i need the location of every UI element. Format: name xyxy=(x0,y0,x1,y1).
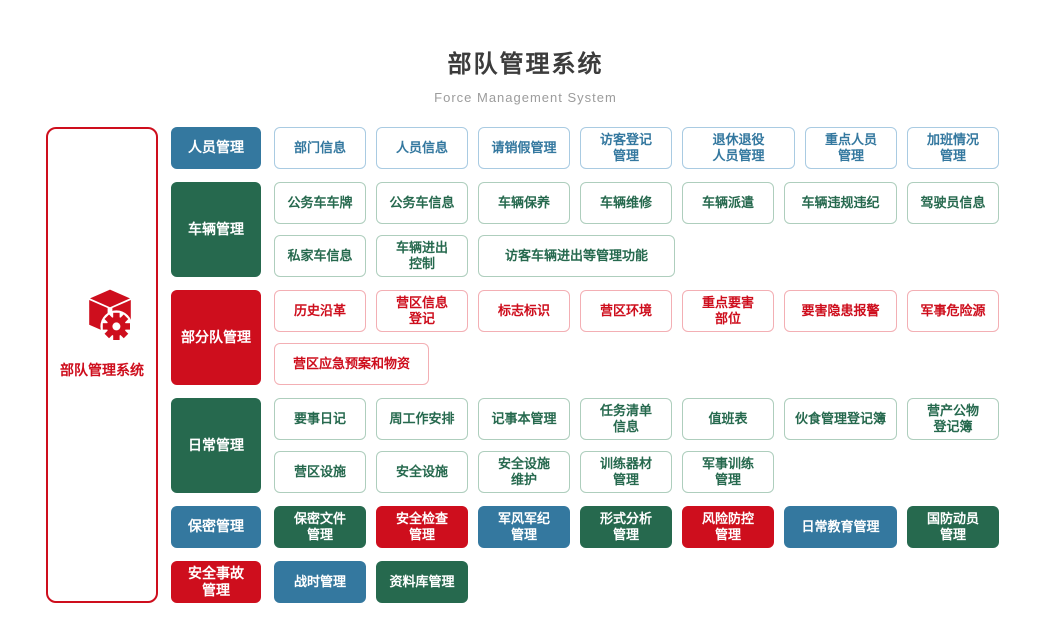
sub-row: 保密文件 管理 安全检查 管理 军风军纪 管理 形式分析 管理 风险防控 管理 … xyxy=(274,506,999,548)
sub-row: 部门信息 人员信息 请销假管理 访客登记 管理 退休退役 人员管理 重点人员 管… xyxy=(274,127,999,169)
items-grid: 要事日记 周工作安排 记事本管理 任务清单 信息 值班表 伙食管理登记簿 营产公… xyxy=(274,398,999,493)
feature-item: 安全设施 xyxy=(376,451,468,493)
feature-item: 驾驶员信息 xyxy=(907,182,999,224)
sub-row: 营区应急预案和物资 xyxy=(274,343,999,385)
feature-item: 军事危险源 xyxy=(907,290,999,332)
feature-item: 周工作安排 xyxy=(376,398,468,440)
feature-item: 战时管理 xyxy=(274,561,366,603)
sub-row: 要事日记 周工作安排 记事本管理 任务清单 信息 值班表 伙食管理登记簿 营产公… xyxy=(274,398,999,440)
category-daily-mgmt: 日常管理 xyxy=(171,398,261,493)
feature-item: 安全检查 管理 xyxy=(376,506,468,548)
feature-item: 访客车辆进出等管理功能 xyxy=(478,235,675,277)
page-title: 部队管理系统 xyxy=(447,51,604,78)
feature-item: 公务车信息 xyxy=(376,182,468,224)
row-unit-mgmt: 部分队管理 历史沿革 营区信息 登记 标志标识 营区环境 重点要害 部位 要害隐… xyxy=(171,290,999,385)
row-personnel-mgmt: 人员管理 部门信息 人员信息 请销假管理 访客登记 管理 退休退役 人员管理 重… xyxy=(171,127,999,169)
row-safety-incident-mgmt: 安全事故 管理 战时管理 资料库管理 xyxy=(171,561,999,603)
feature-item: 退休退役 人员管理 xyxy=(682,127,795,169)
feature-item: 车辆进出 控制 xyxy=(376,235,468,277)
feature-item: 安全设施 维护 xyxy=(478,451,570,493)
page-header: 部队管理系统 Force Management System xyxy=(0,44,1051,105)
feature-item: 重点要害 部位 xyxy=(682,290,774,332)
items-grid: 历史沿革 营区信息 登记 标志标识 营区环境 重点要害 部位 要害隐患报警 军事… xyxy=(274,290,999,385)
feature-item: 军事训练 管理 xyxy=(682,451,774,493)
cube-gear-icon xyxy=(89,289,133,343)
feature-item: 标志标识 xyxy=(478,290,570,332)
row-vehicle-mgmt: 车辆管理 公务车车牌 公务车信息 车辆保养 车辆维修 车辆派遣 车辆违规违纪 驾… xyxy=(171,182,999,277)
category-unit-mgmt: 部分队管理 xyxy=(171,290,261,385)
feature-item: 形式分析 管理 xyxy=(580,506,672,548)
feature-item: 车辆违规违纪 xyxy=(784,182,897,224)
feature-item: 国防动员 管理 xyxy=(907,506,999,548)
page-subtitle: Force Management System xyxy=(434,90,617,105)
feature-item: 资料库管理 xyxy=(376,561,468,603)
feature-item: 人员信息 xyxy=(376,127,468,169)
feature-item: 训练器材 管理 xyxy=(580,451,672,493)
row-daily-mgmt: 日常管理 要事日记 周工作安排 记事本管理 任务清单 信息 值班表 伙食管理登记… xyxy=(171,398,999,493)
feature-item: 记事本管理 xyxy=(478,398,570,440)
sub-row: 历史沿革 营区信息 登记 标志标识 营区环境 重点要害 部位 要害隐患报警 军事… xyxy=(274,290,999,332)
sub-row: 私家车信息 车辆进出 控制 访客车辆进出等管理功能 xyxy=(274,235,999,277)
rows-container: 人员管理 部门信息 人员信息 请销假管理 访客登记 管理 退休退役 人员管理 重… xyxy=(171,127,999,603)
feature-item: 加班情况 管理 xyxy=(907,127,999,169)
category-personnel-mgmt: 人员管理 xyxy=(171,127,261,169)
feature-item: 营产公物 登记簿 xyxy=(907,398,999,440)
items-grid: 保密文件 管理 安全检查 管理 军风军纪 管理 形式分析 管理 风险防控 管理 … xyxy=(274,506,999,548)
feature-item: 营区设施 xyxy=(274,451,366,493)
feature-item: 伙食管理登记簿 xyxy=(784,398,897,440)
category-safety-incident-mgmt: 安全事故 管理 xyxy=(171,561,261,603)
items-grid: 部门信息 人员信息 请销假管理 访客登记 管理 退休退役 人员管理 重点人员 管… xyxy=(274,127,999,169)
system-panel-label: 部队管理系统 xyxy=(60,362,144,378)
system-panel-content: 部队管理系统 xyxy=(60,286,144,380)
feature-item: 营区应急预案和物资 xyxy=(274,343,429,385)
feature-item: 值班表 xyxy=(682,398,774,440)
system-panel: 部队管理系统 xyxy=(46,127,158,603)
feature-item: 车辆维修 xyxy=(580,182,672,224)
feature-item: 任务清单 信息 xyxy=(580,398,672,440)
feature-item: 车辆派遣 xyxy=(682,182,774,224)
feature-item: 公务车车牌 xyxy=(274,182,366,224)
items-grid: 战时管理 资料库管理 xyxy=(274,561,468,603)
feature-item: 要害隐患报警 xyxy=(784,290,897,332)
items-grid: 公务车车牌 公务车信息 车辆保养 车辆维修 车辆派遣 车辆违规违纪 驾驶员信息 … xyxy=(274,182,999,277)
feature-item: 访客登记 管理 xyxy=(580,127,672,169)
system-diagram: 部队管理系统 人员管理 部门信息 人员信息 请销假管理 访客登记 管理 退休退役… xyxy=(46,127,999,603)
feature-item: 军风军纪 管理 xyxy=(478,506,570,548)
feature-item: 要事日记 xyxy=(274,398,366,440)
feature-item: 营区信息 登记 xyxy=(376,290,468,332)
category-vehicle-mgmt: 车辆管理 xyxy=(171,182,261,277)
feature-item: 风险防控 管理 xyxy=(682,506,774,548)
feature-item: 私家车信息 xyxy=(274,235,366,277)
feature-item: 历史沿革 xyxy=(274,290,366,332)
feature-item: 部门信息 xyxy=(274,127,366,169)
category-secrecy-mgmt: 保密管理 xyxy=(171,506,261,548)
feature-item: 请销假管理 xyxy=(478,127,570,169)
feature-item: 车辆保养 xyxy=(478,182,570,224)
feature-item: 日常教育管理 xyxy=(784,506,897,548)
sub-row: 公务车车牌 公务车信息 车辆保养 车辆维修 车辆派遣 车辆违规违纪 驾驶员信息 xyxy=(274,182,999,224)
feature-item: 保密文件 管理 xyxy=(274,506,366,548)
sub-row: 营区设施 安全设施 安全设施 维护 训练器材 管理 军事训练 管理 xyxy=(274,451,999,493)
row-secrecy-mgmt: 保密管理 保密文件 管理 安全检查 管理 军风军纪 管理 形式分析 管理 风险防… xyxy=(171,506,999,548)
sub-row: 战时管理 资料库管理 xyxy=(274,561,468,603)
feature-item: 营区环境 xyxy=(580,290,672,332)
feature-item: 重点人员 管理 xyxy=(805,127,897,169)
